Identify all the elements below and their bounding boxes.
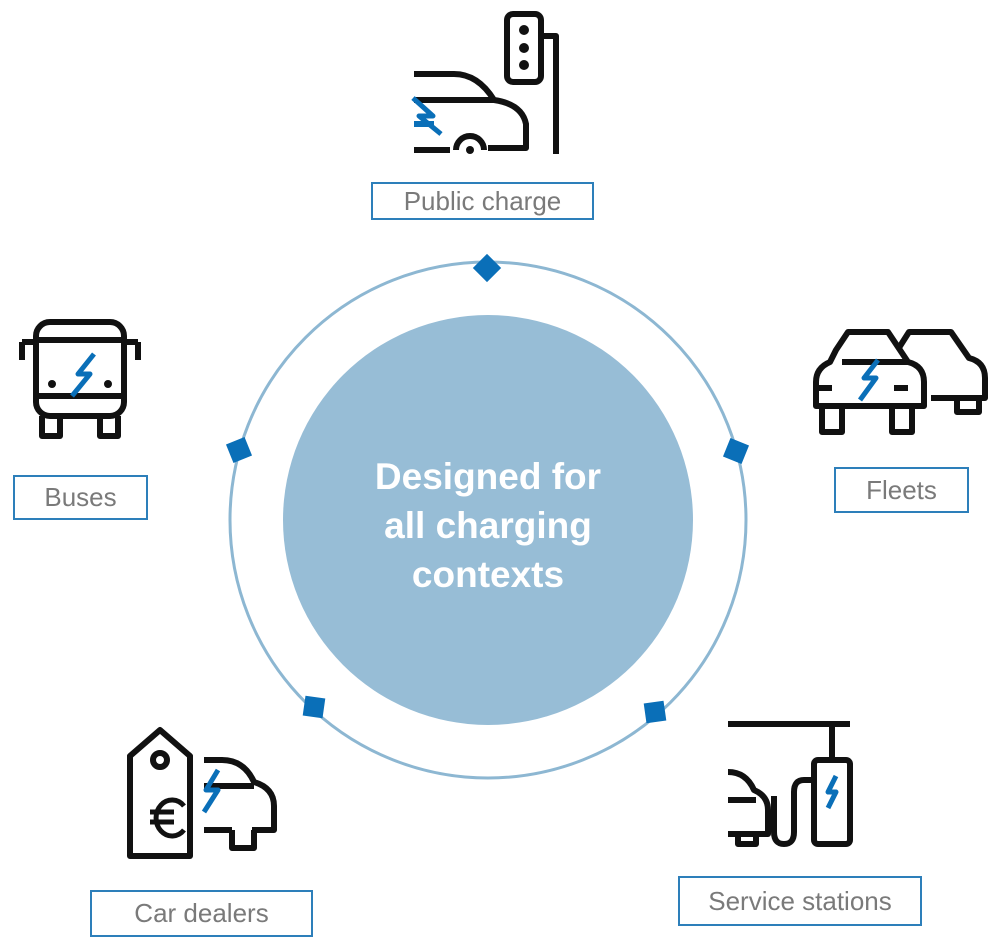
- center-title-line: contexts: [411, 554, 565, 595]
- bus-icon: [19, 319, 141, 439]
- label-buses: Buses: [13, 475, 148, 520]
- service-station-icon: [727, 721, 853, 847]
- center-circle: [283, 315, 693, 725]
- car-dealer-icon: [127, 727, 277, 859]
- ring-marker-right: [722, 437, 750, 465]
- center-title-line: all charging: [384, 505, 592, 546]
- center-title: Designed for all charging contexts: [330, 452, 646, 599]
- ring-marker-top: [472, 253, 502, 283]
- label-car-dealers: Car dealers: [90, 890, 313, 937]
- fleets-icon: [813, 329, 988, 435]
- ring-marker-bottom-right: [643, 700, 667, 724]
- label-public-charge: Public charge: [371, 182, 594, 220]
- public-charge-icon: [411, 11, 559, 154]
- label-service-stations: Service stations: [678, 876, 922, 926]
- ring-marker-left: [225, 436, 253, 464]
- center-title-line: Designed for: [374, 456, 602, 497]
- label-fleets: Fleets: [834, 467, 969, 513]
- ring-marker-bottom-left: [302, 695, 326, 719]
